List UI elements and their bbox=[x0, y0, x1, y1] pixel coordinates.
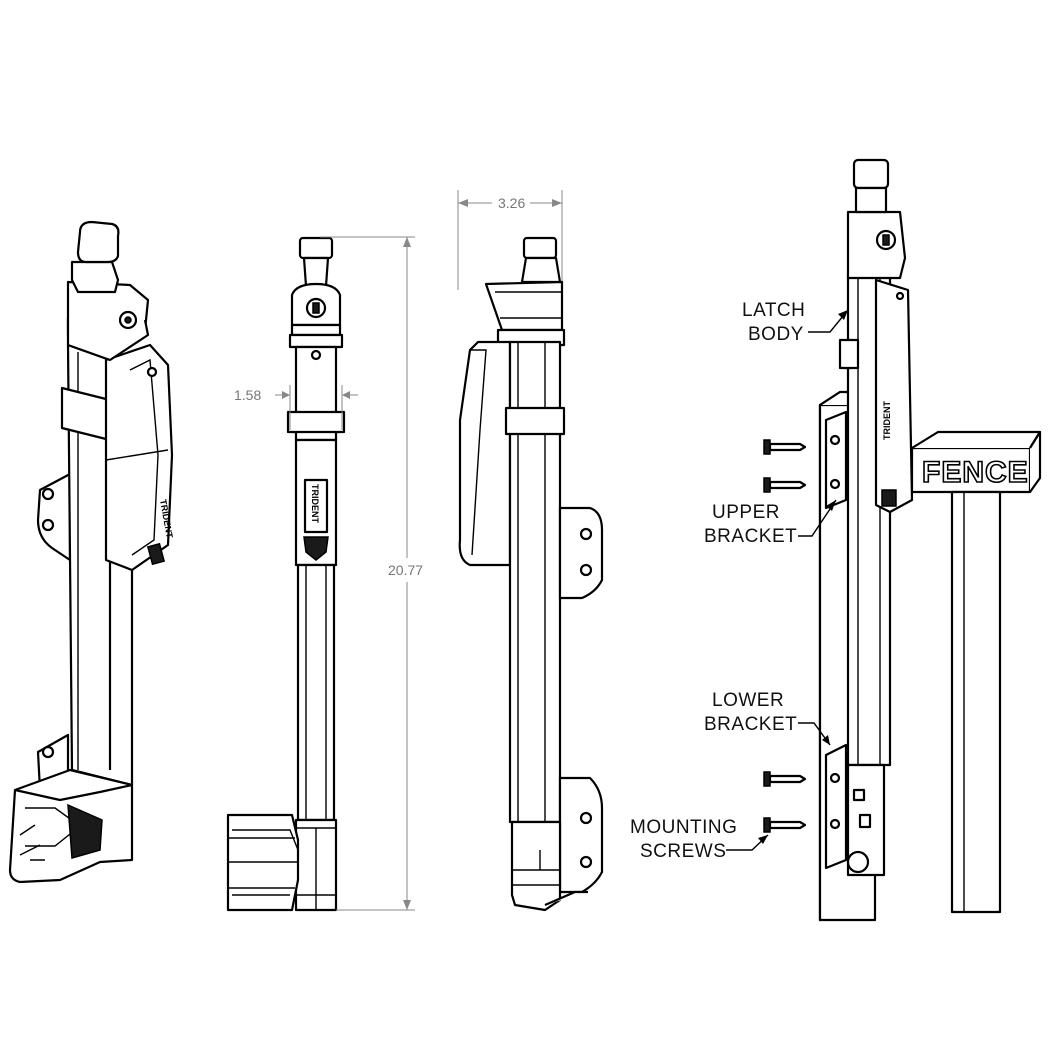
callout-latch-body: LATCH BODY bbox=[742, 300, 849, 345]
dim-label-20-77: 20.77 bbox=[388, 562, 423, 578]
dimension-width: 3.26 bbox=[457, 190, 563, 290]
installed-view: FENCE TRIDENT bbox=[763, 158, 1042, 922]
front-view: TRIDENT bbox=[226, 236, 346, 912]
screw-lower-2 bbox=[763, 817, 807, 833]
isometric-view: TRIDENT bbox=[8, 220, 175, 884]
callout-upper-bracket: UPPER BRACKET bbox=[704, 499, 837, 547]
callout-mounting-screws-line2: SCREWS bbox=[640, 841, 726, 862]
callout-mounting-screws-line1: MOUNTING bbox=[630, 817, 737, 838]
callout-lower-bracket: LOWER BRACKET bbox=[704, 690, 831, 746]
callout-lower-bracket-line1: LOWER bbox=[712, 690, 784, 711]
brand-text-front: TRIDENT bbox=[310, 484, 320, 523]
callout-mounting-screws: MOUNTING SCREWS bbox=[630, 817, 769, 862]
screw-upper-2 bbox=[763, 477, 807, 493]
callout-upper-bracket-line2: BRACKET bbox=[704, 526, 797, 547]
screw-lower-1 bbox=[763, 771, 807, 787]
dim-label-3-26: 3.26 bbox=[498, 195, 525, 211]
callout-latch-body-line2: BODY bbox=[748, 324, 804, 345]
callout-latch-body-line1: LATCH bbox=[742, 300, 805, 321]
dimension-bracket-offset: 1.58 bbox=[234, 385, 358, 430]
dimension-height: 20.77 bbox=[320, 236, 423, 911]
brand-text-installed: TRIDENT bbox=[882, 401, 892, 440]
fence-sign-text: FENCE bbox=[922, 456, 1029, 489]
callout-upper-bracket-line1: UPPER bbox=[712, 502, 780, 523]
side-view bbox=[458, 236, 604, 912]
screw-upper-1 bbox=[763, 439, 807, 455]
dim-label-1-58: 1.58 bbox=[234, 387, 261, 403]
callout-lower-bracket-line2: BRACKET bbox=[704, 714, 797, 735]
